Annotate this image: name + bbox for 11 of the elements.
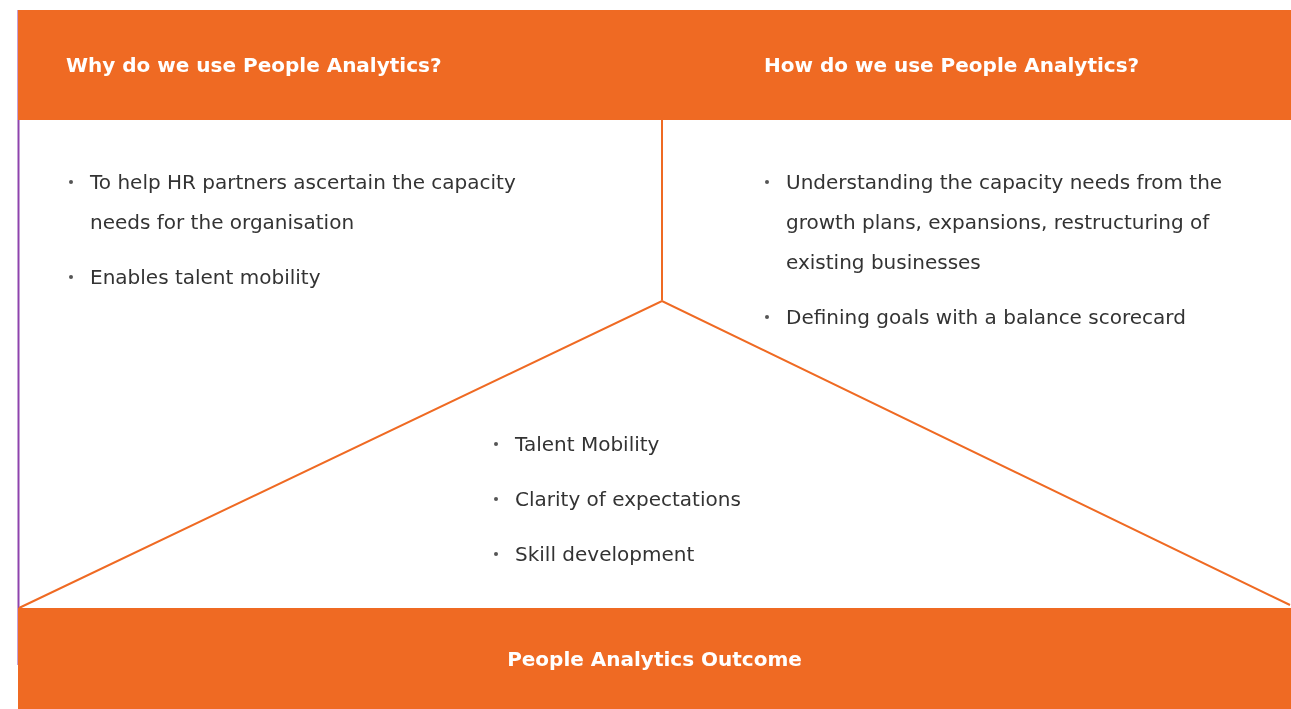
outcome-panel	[18, 300, 1291, 709]
heading-text: Why do we use People Analytics?	[66, 53, 442, 77]
bullet-text: Talent Mobility	[515, 432, 660, 456]
bullet-text: Defining goals with a balance scorecard	[786, 305, 1186, 329]
bullet-text: Understanding the capacity needs from the growth plans, expansions, restructuring of existing businesses	[786, 170, 1223, 274]
heading-text: How do we use People Analytics?	[764, 53, 1140, 77]
bullet-text: To help HR partners ascertain the capacity needs for the organisation	[90, 170, 516, 234]
heading-text: People Analytics Outcome	[507, 646, 802, 671]
bullet-text: Enables talent mobility	[90, 265, 321, 289]
bullet-text: Clarity of expectations	[515, 487, 741, 511]
bullet-text: Skill development	[515, 542, 695, 566]
